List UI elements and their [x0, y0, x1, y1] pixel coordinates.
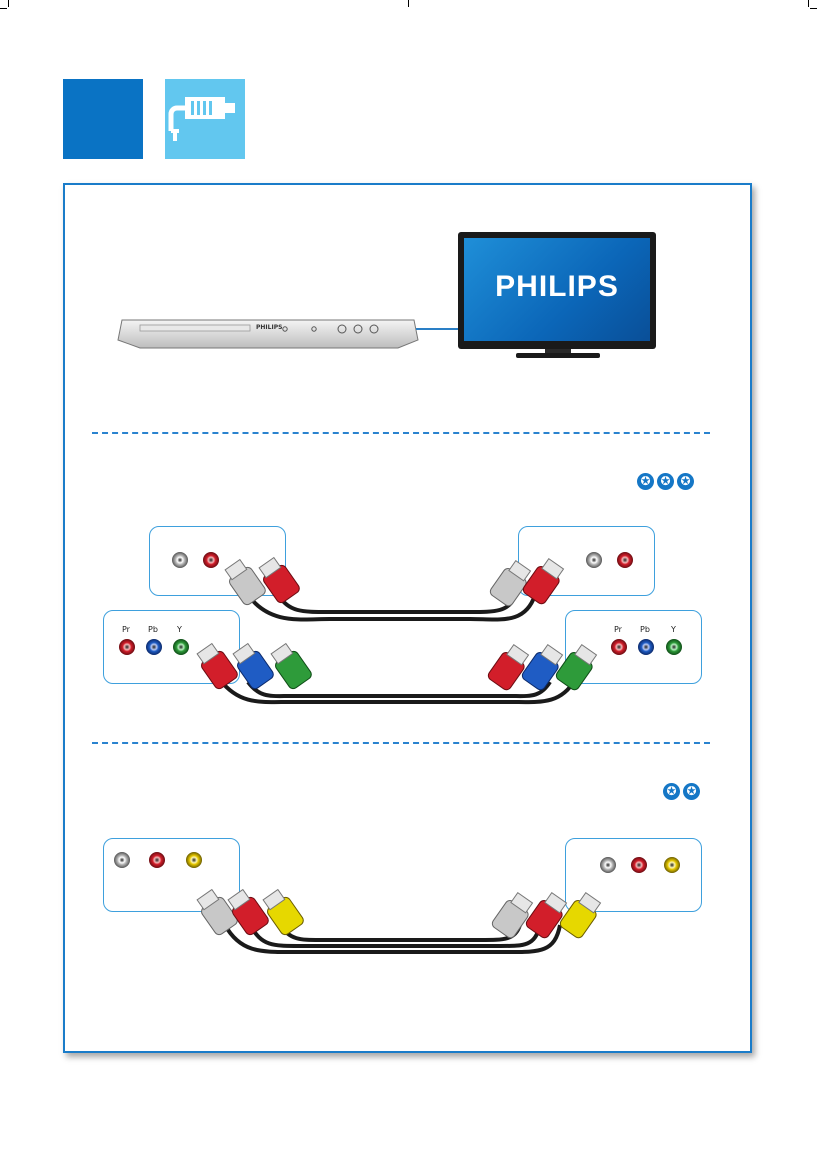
- composite-cable-diagram: [0, 0, 817, 1149]
